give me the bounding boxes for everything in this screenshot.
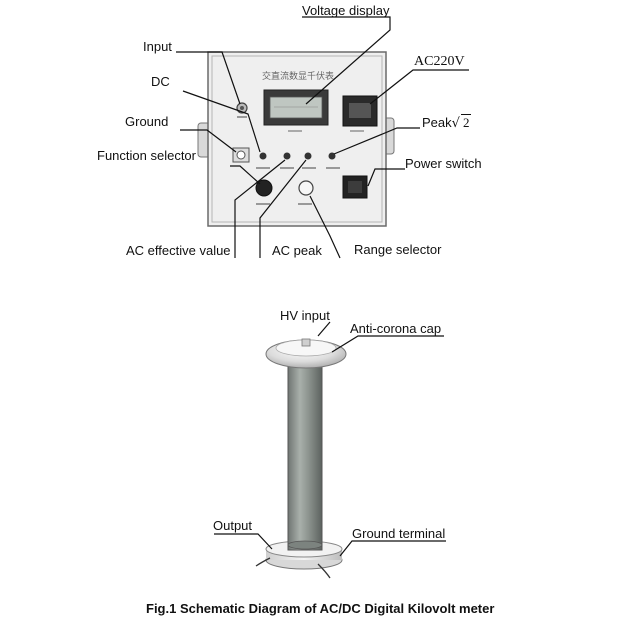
panel-title: 交直流数显千伏表 (262, 71, 335, 81)
instrument-panel (197, 51, 395, 227)
label-ac220v: AC220V (414, 54, 465, 69)
figure-caption: Fig.1 Schematic Diagram of AC/DC Digital… (146, 601, 495, 616)
label-peak-radicand: 2 (460, 114, 472, 130)
output-cable (255, 557, 271, 567)
range-selector-knob (298, 180, 314, 196)
label-power-switch: Power switch (405, 156, 482, 171)
dc-indicator (259, 152, 267, 160)
label-peak-root2: Peak√2 (422, 114, 472, 131)
label-input: Input (143, 39, 172, 54)
leader-lines-bottom (214, 321, 446, 557)
peak-root2-indicator (328, 152, 336, 160)
label-hv-input: HV input (280, 308, 330, 323)
divider-column (287, 361, 323, 551)
label-ground-terminal: Ground terminal (352, 526, 446, 541)
ground-cable (317, 563, 331, 579)
ac-effective-indicator (283, 152, 291, 160)
label-ground: Ground (125, 114, 169, 129)
voltage-divider (255, 338, 347, 579)
ac-peak-indicator (304, 152, 312, 160)
label-range-selector: Range selector (354, 242, 442, 257)
label-ac-peak: AC peak (272, 243, 322, 258)
label-anti-corona-cap: Anti-corona cap (350, 321, 442, 336)
label-voltage-display: Voltage display (302, 3, 390, 18)
label-output: Output (213, 518, 253, 533)
label-ac-effective-value: AC effective value (126, 243, 231, 258)
radical-sign-icon: √ (451, 116, 460, 131)
label-peak: Peak (422, 115, 452, 130)
leader-lines-top (176, 16, 469, 259)
label-function-selector: Function selector (97, 148, 196, 163)
label-dc: DC (151, 74, 170, 89)
hv-input-stud (301, 338, 311, 347)
